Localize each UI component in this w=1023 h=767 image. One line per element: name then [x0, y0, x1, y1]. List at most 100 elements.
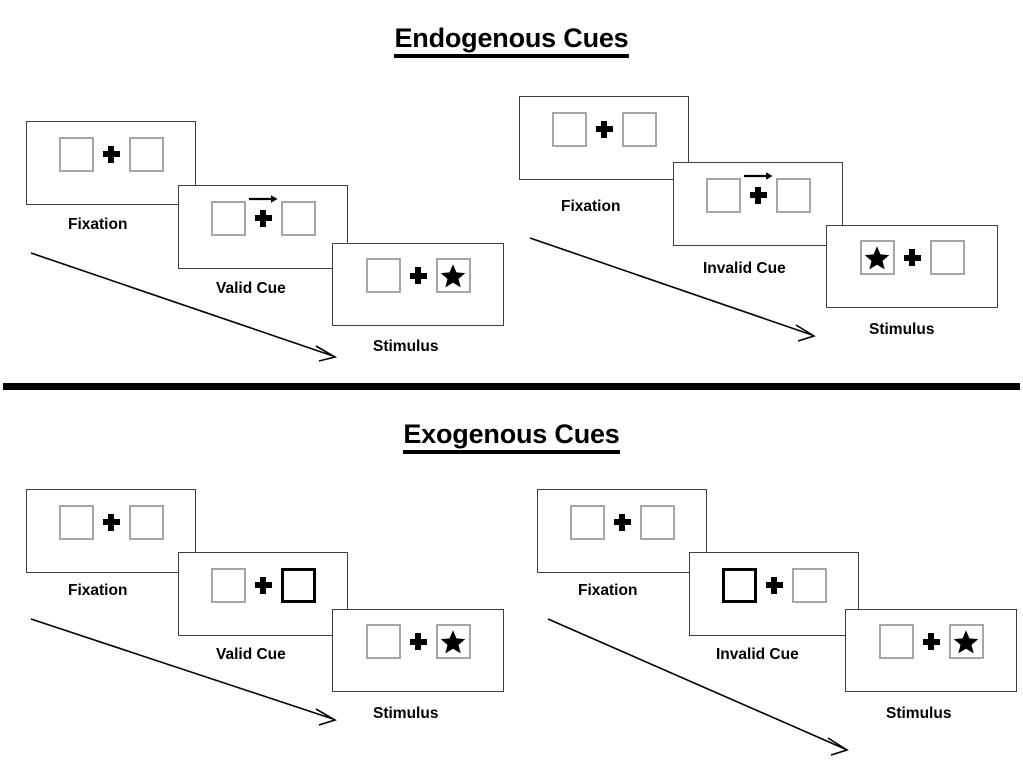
caption-endogenous-invalid-cue: Invalid Cue: [703, 260, 786, 277]
caption-endogenous-invalid-fixation: Fixation: [561, 198, 621, 215]
frame-content: [333, 610, 503, 691]
left-cue-box-highlighted: [721, 567, 757, 603]
frame-exogenous-valid-stimulus: [332, 609, 504, 692]
timeline-arrow-endogenous-valid: [30, 252, 338, 362]
right-cue-box: [791, 567, 827, 603]
frame-content: [27, 490, 195, 572]
left-cue-box: [705, 177, 741, 213]
exogenous-section: Exogenous Cues Fixation Valid Cue: [0, 394, 1023, 767]
left-cue-box: [58, 136, 94, 172]
frame-content: [690, 553, 858, 635]
frame-content: [179, 553, 347, 635]
section-divider: [3, 383, 1020, 390]
star-icon: [440, 263, 466, 287]
fixation-cross-icon: [903, 249, 921, 266]
caption-exogenous-invalid-fixation: Fixation: [578, 582, 638, 599]
frame-endogenous-invalid-stimulus: [826, 225, 998, 308]
left-cue-box: [210, 200, 246, 236]
fixation-cross-icon: [102, 145, 120, 163]
endogenous-section: Endogenous Cues Fixation: [0, 23, 1023, 362]
right-cue-box: [639, 504, 675, 540]
fixation-cross-icon: [922, 633, 940, 650]
fixation-cross-icon: [409, 633, 427, 650]
frame-exogenous-invalid-fixation: [537, 489, 707, 573]
fixation-cross-icon: [102, 513, 120, 531]
caption-endogenous-valid-fixation: Fixation: [68, 216, 128, 233]
timeline-arrow-endogenous-invalid: [529, 237, 816, 342]
stimulus-row: [878, 624, 984, 659]
stimulus-row: [210, 194, 316, 236]
caption-endogenous-invalid-stimulus: Stimulus: [869, 321, 935, 338]
right-cue-box: [929, 240, 965, 275]
left-cue-box: [58, 504, 94, 540]
fixation-cross-icon: [744, 171, 773, 204]
stimulus-row: [551, 111, 657, 147]
stimulus-row: [569, 504, 675, 540]
fixation-cross-icon: [595, 120, 613, 138]
stimulus-row: [721, 567, 827, 603]
frame-endogenous-valid-stimulus: [332, 243, 504, 326]
right-cue-box: [775, 177, 811, 213]
caption-exogenous-invalid-cue: Invalid Cue: [716, 646, 799, 663]
arrow-right-cue-icon: [744, 171, 773, 180]
fixation-cross-icon: [254, 576, 272, 594]
frame-content: [538, 490, 706, 572]
fixation-cross-icon: [765, 576, 783, 594]
exogenous-section-title: Exogenous Cues: [0, 419, 1023, 454]
endogenous-title-text: Endogenous Cues: [394, 23, 629, 58]
frame-content: [333, 244, 503, 325]
stimulus-row: [859, 240, 965, 275]
caption-endogenous-valid-cue: Valid Cue: [216, 280, 286, 297]
caption-endogenous-valid-stimulus: Stimulus: [373, 338, 439, 355]
timeline-arrow-exogenous-valid: [30, 618, 337, 726]
star-icon: [953, 629, 979, 653]
caption-exogenous-valid-fixation: Fixation: [68, 582, 128, 599]
right-cue-box: [280, 200, 316, 236]
caption-exogenous-valid-cue: Valid Cue: [216, 646, 286, 663]
frame-exogenous-invalid-stimulus: [845, 609, 1017, 692]
right-cue-box: [128, 504, 164, 540]
frame-endogenous-valid-fixation: [26, 121, 196, 205]
left-cue-box: [569, 504, 605, 540]
left-cue-box: [365, 258, 401, 293]
frame-exogenous-valid-cue: [178, 552, 348, 636]
frame-endogenous-valid-cue: [178, 185, 348, 269]
frame-content: [27, 122, 195, 204]
frame-content: [827, 226, 997, 307]
stimulus-row: [58, 504, 164, 540]
star-icon: [864, 245, 890, 269]
right-cue-box: [128, 136, 164, 172]
arrow-right-cue-icon: [249, 194, 278, 203]
right-cue-box: [948, 624, 984, 659]
stimulus-row: [365, 624, 471, 659]
right-cue-box: [435, 624, 471, 659]
left-cue-box: [878, 624, 914, 659]
fixation-cross-icon: [613, 513, 631, 531]
caption-exogenous-valid-stimulus: Stimulus: [373, 705, 439, 722]
stimulus-row: [210, 567, 316, 603]
stimulus-row: [365, 258, 471, 293]
endogenous-section-title: Endogenous Cues: [0, 23, 1023, 58]
star-icon: [440, 629, 466, 653]
left-cue-box: [551, 111, 587, 147]
stimulus-row: [705, 171, 811, 213]
right-cue-box-highlighted: [280, 567, 316, 603]
frame-content: [520, 97, 688, 179]
caption-exogenous-invalid-stimulus: Stimulus: [886, 705, 952, 722]
left-cue-box: [859, 240, 895, 275]
frame-endogenous-invalid-fixation: [519, 96, 689, 180]
fixation-cross-icon: [249, 194, 278, 227]
right-cue-box: [435, 258, 471, 293]
frame-endogenous-invalid-cue: [673, 162, 843, 246]
right-cue-box: [621, 111, 657, 147]
frame-exogenous-invalid-cue: [689, 552, 859, 636]
stimulus-row: [58, 136, 164, 172]
left-cue-box: [365, 624, 401, 659]
frame-exogenous-valid-fixation: [26, 489, 196, 573]
frame-content: [674, 163, 842, 245]
timeline-arrow-exogenous-invalid: [547, 618, 849, 756]
exogenous-title-text: Exogenous Cues: [403, 419, 620, 454]
left-cue-box: [210, 567, 246, 603]
fixation-cross-icon: [409, 267, 427, 284]
frame-content: [846, 610, 1016, 691]
